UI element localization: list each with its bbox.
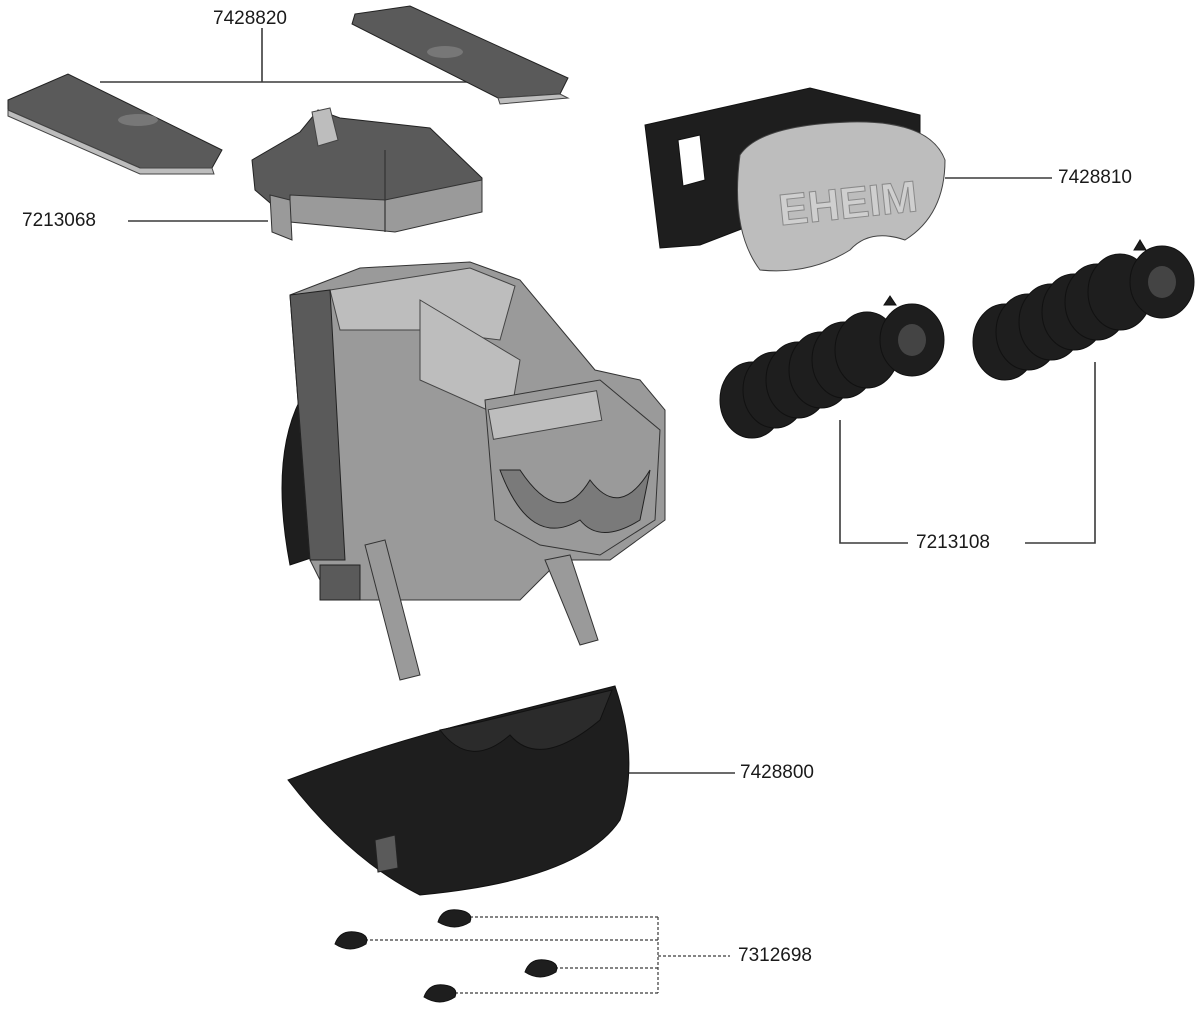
cover-clip — [311, 107, 339, 147]
lid-plate-left — [7, 73, 223, 169]
suction-cup-icon — [334, 909, 558, 1003]
part-label-cartridges: 7213108 — [916, 532, 990, 553]
leader-lines — [100, 28, 1096, 994]
front-panel-window — [677, 134, 706, 187]
bottom-shell-icon — [287, 685, 630, 896]
part-label-lids: 7428820 — [213, 8, 287, 29]
part-label-front-panel: 7428810 — [1058, 167, 1132, 188]
housing-bracket — [487, 390, 603, 440]
bottom-shell-openings — [439, 689, 613, 752]
cartridge-right — [972, 239, 1195, 381]
housing-leg-left — [364, 539, 421, 681]
suction-cup-4 — [423, 984, 457, 1003]
housing-left-wall — [289, 289, 346, 561]
housing-motor — [319, 564, 361, 601]
suction-cup-1 — [437, 909, 472, 928]
suction-cup-2 — [334, 931, 368, 950]
housing-leg-right — [544, 554, 599, 646]
lid-plate-right-edge — [497, 93, 570, 105]
front-panel-icon: EHEIM — [644, 87, 946, 272]
cartridge-right-cap — [1148, 266, 1176, 298]
part-label-bottom-shell: 7428800 — [740, 762, 814, 783]
cartridge-left — [719, 295, 945, 439]
lid-plate-right-notch — [427, 46, 463, 58]
lid-plate-left-notch — [118, 114, 158, 126]
cover-side — [269, 194, 293, 241]
cartridge-right-nozzle — [1133, 239, 1147, 251]
lid-plate-icon — [7, 5, 570, 175]
cartridge-left-cap — [898, 324, 926, 356]
filter-housing-icon — [281, 261, 666, 681]
part-label-cover: 7213068 — [22, 210, 96, 231]
front-panel-face — [737, 121, 946, 272]
part-label-suction-cups: 7312698 — [738, 945, 812, 966]
filter-cartridge-icon — [719, 239, 1195, 439]
suction-cup-3 — [524, 959, 558, 978]
bottom-shell-clip — [374, 834, 399, 873]
leader-cartridge-right — [1025, 362, 1096, 544]
lid-plate-left-edge — [7, 109, 215, 175]
cartridge-left-nozzle — [883, 295, 897, 306]
housing-bay-openings — [499, 469, 651, 533]
cover-icon — [251, 107, 483, 241]
leader-cartridge-left — [839, 420, 908, 544]
